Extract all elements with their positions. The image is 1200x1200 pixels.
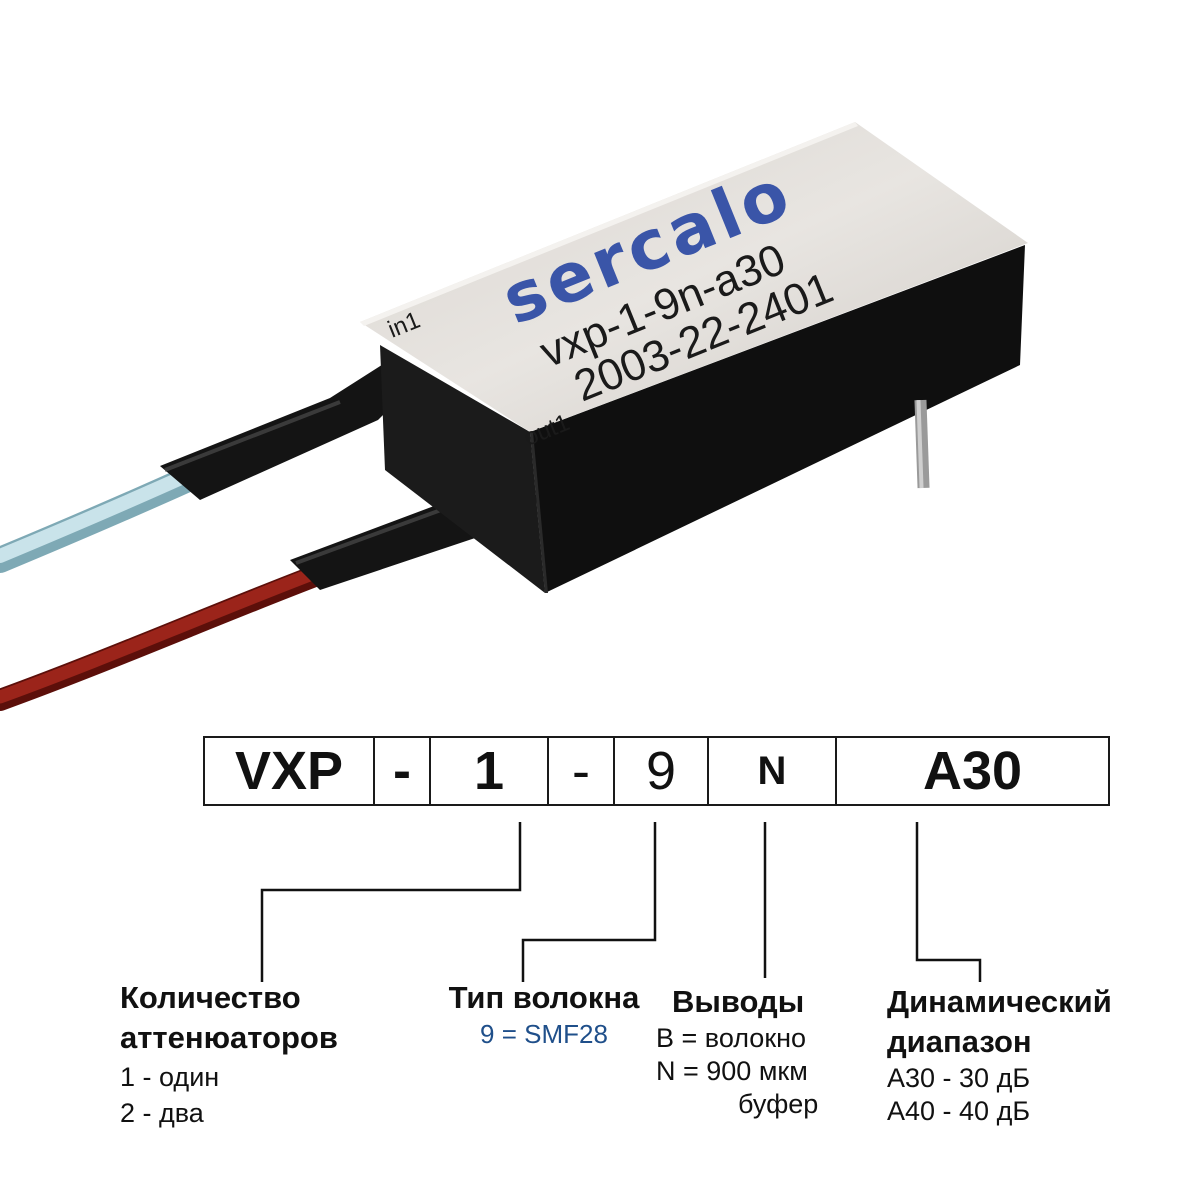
code-segment-count: 1: [431, 738, 549, 804]
legend-range-title: Динамический: [887, 984, 1112, 1019]
leader-count: [260, 822, 522, 982]
legend-fiber-title: Тип волокна: [448, 980, 640, 1015]
code-separator: -: [549, 738, 615, 804]
leader-fiber: [521, 822, 657, 982]
code-segment-series: VXP: [205, 738, 375, 804]
legend-leads: Выводы B = волокно N = 900 мкм буфер: [656, 982, 856, 1121]
legend-range-item: A30 - 30 дБ: [887, 1063, 1031, 1093]
legend-count-item: 1 - один: [120, 1062, 220, 1092]
legend-fiber-item: 9 = SMF28: [480, 1019, 608, 1049]
legend-attenuator-count: Количество аттенюаторов 1 - один 2 - два: [120, 978, 390, 1130]
code-segment-leads: N: [709, 738, 837, 804]
code-segment-fiber: 9: [615, 738, 709, 804]
legend-leads-item: B = волокно: [656, 1023, 807, 1053]
legend-leads-title: Выводы: [672, 984, 805, 1019]
boot-in: [160, 363, 410, 500]
code-separator: -: [375, 738, 431, 804]
body-front: [380, 345, 545, 593]
legend-range-item: A40 - 40 дБ: [887, 1096, 1031, 1126]
legend-range-title: диапазон: [887, 1024, 1032, 1059]
attenuator-photo: sercalo vxp-1-9n-a30 2003-22-2401 in1 ou…: [0, 122, 1028, 711]
legend-count-item: 2 - два: [120, 1098, 204, 1128]
legend-fiber-type: Тип волокна 9 = SMF28: [424, 978, 664, 1051]
device-label: [360, 122, 1028, 432]
code-segment-range: A30: [922, 741, 1023, 801]
legend-leads-item: N = 900 мкм: [656, 1056, 808, 1086]
legend-dynamic-range: Динамический диапазон A30 - 30 дБ A40 - …: [887, 982, 1177, 1128]
ordering-code-table: VXP - 1 - 9 N A30: [203, 736, 1110, 806]
legend-count-title: аттенюаторов: [120, 1020, 338, 1055]
body-side: [530, 245, 1025, 593]
legend-count-title: Количество: [120, 980, 301, 1015]
leader-range: [915, 822, 982, 982]
legend-leads-item: буфер: [738, 1089, 819, 1119]
